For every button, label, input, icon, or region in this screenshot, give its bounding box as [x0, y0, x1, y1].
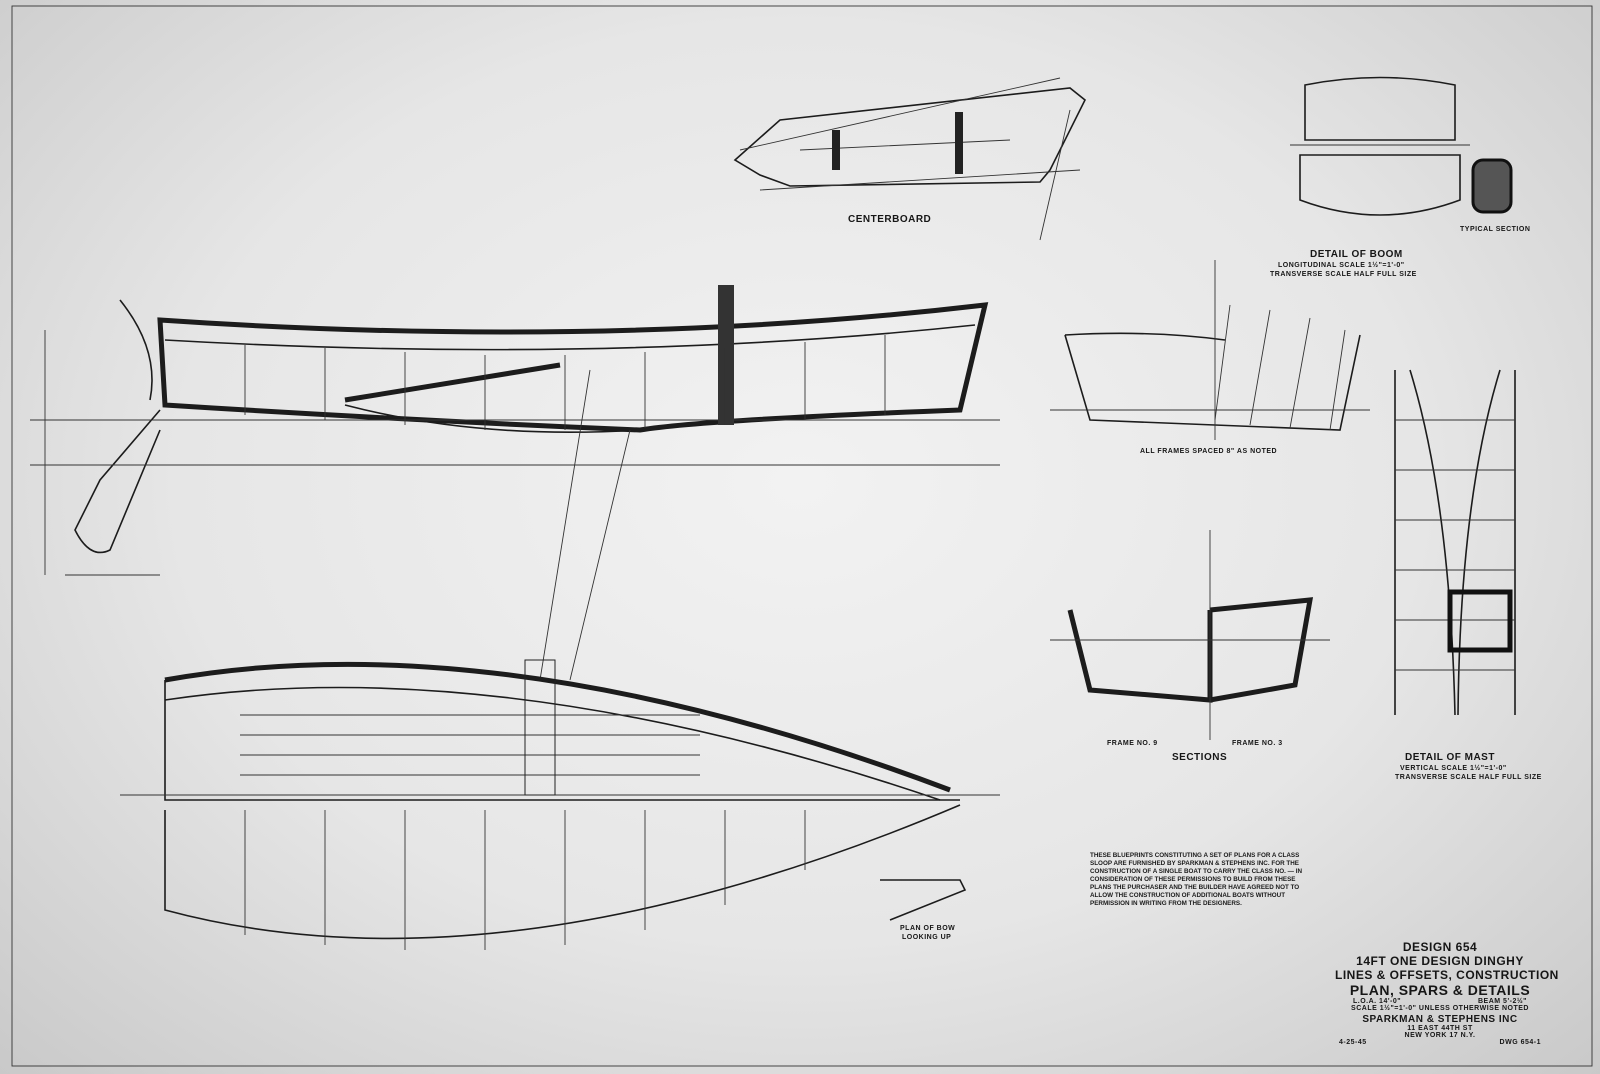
boom-detail-drawing: [1290, 76, 1513, 216]
mast-detail-drawing: [1394, 369, 1516, 716]
boom-transverse-scale: TRANSVERSE SCALE HALF FULL SIZE: [1270, 271, 1417, 278]
frames-spacing-note: ALL FRAMES SPACED 8" AS NOTED: [1140, 448, 1278, 455]
mast-transverse-scale: TRANSVERSE SCALE HALF FULL SIZE: [1395, 774, 1542, 781]
drawing-date: 4-25-45: [1339, 1039, 1367, 1046]
loa-value: L.O.A. 14'-0": [1353, 998, 1402, 1005]
drawing-title-line-2: PLAN, SPARS & DETAILS: [1349, 982, 1531, 998]
boom-detail-title: DETAIL OF BOOM: [1310, 249, 1403, 260]
drawing-number: DWG 654-1: [1499, 1039, 1541, 1046]
centerboard-title: CENTERBOARD: [848, 214, 932, 225]
beam-value: BEAM 5'-2½": [1478, 998, 1527, 1005]
title-block: DESIGN 654 14FT ONE DESIGN DINGHY LINES …: [1335, 940, 1559, 1046]
boom-typical-section-label: TYPICAL SECTION: [1460, 226, 1531, 233]
body-section-drawing: [1050, 260, 1370, 440]
permissions-note: These blueprints constituting a set of p…: [1090, 852, 1302, 907]
firm-address-2: NEW YORK 17 N.Y.: [1404, 1032, 1476, 1039]
firm-address-1: 11 EAST 44TH ST: [1407, 1025, 1473, 1032]
mast-vertical-scale: VERTICAL SCALE 1½"=1'-0": [1400, 765, 1507, 772]
firm-name: SPARKMAN & STEPHENS INC: [1362, 1014, 1518, 1025]
drawing-title-line-1: LINES & OFFSETS, CONSTRUCTION: [1335, 968, 1559, 982]
mast-detail-title: DETAIL OF MAST: [1405, 752, 1495, 763]
bow-plan-label-1: PLAN OF BOW: [900, 925, 956, 932]
frame-9-label: FRAME NO. 9: [1107, 740, 1158, 747]
scale-note: SCALE 1½"=1'-0" UNLESS OTHERWISE NOTED: [1351, 1005, 1529, 1012]
boat-name: 14FT ONE DESIGN DINGHY: [1356, 954, 1524, 968]
centerboard-drawing: [733, 77, 1087, 241]
frame-sections-drawing: [1050, 530, 1330, 740]
frame-3-label: FRAME NO. 3: [1232, 740, 1283, 747]
sections-title: SECTIONS: [1172, 752, 1228, 763]
boom-longitudinal-scale: LONGITUDINAL SCALE 1½"=1'-0": [1278, 262, 1405, 269]
sheet-border: [11, 5, 1593, 1067]
plan-view-drawing: [120, 659, 1000, 950]
design-number: DESIGN 654: [1402, 940, 1478, 954]
profile-drawing: [30, 285, 1000, 681]
bow-plan-label-2: LOOKING UP: [902, 934, 952, 941]
